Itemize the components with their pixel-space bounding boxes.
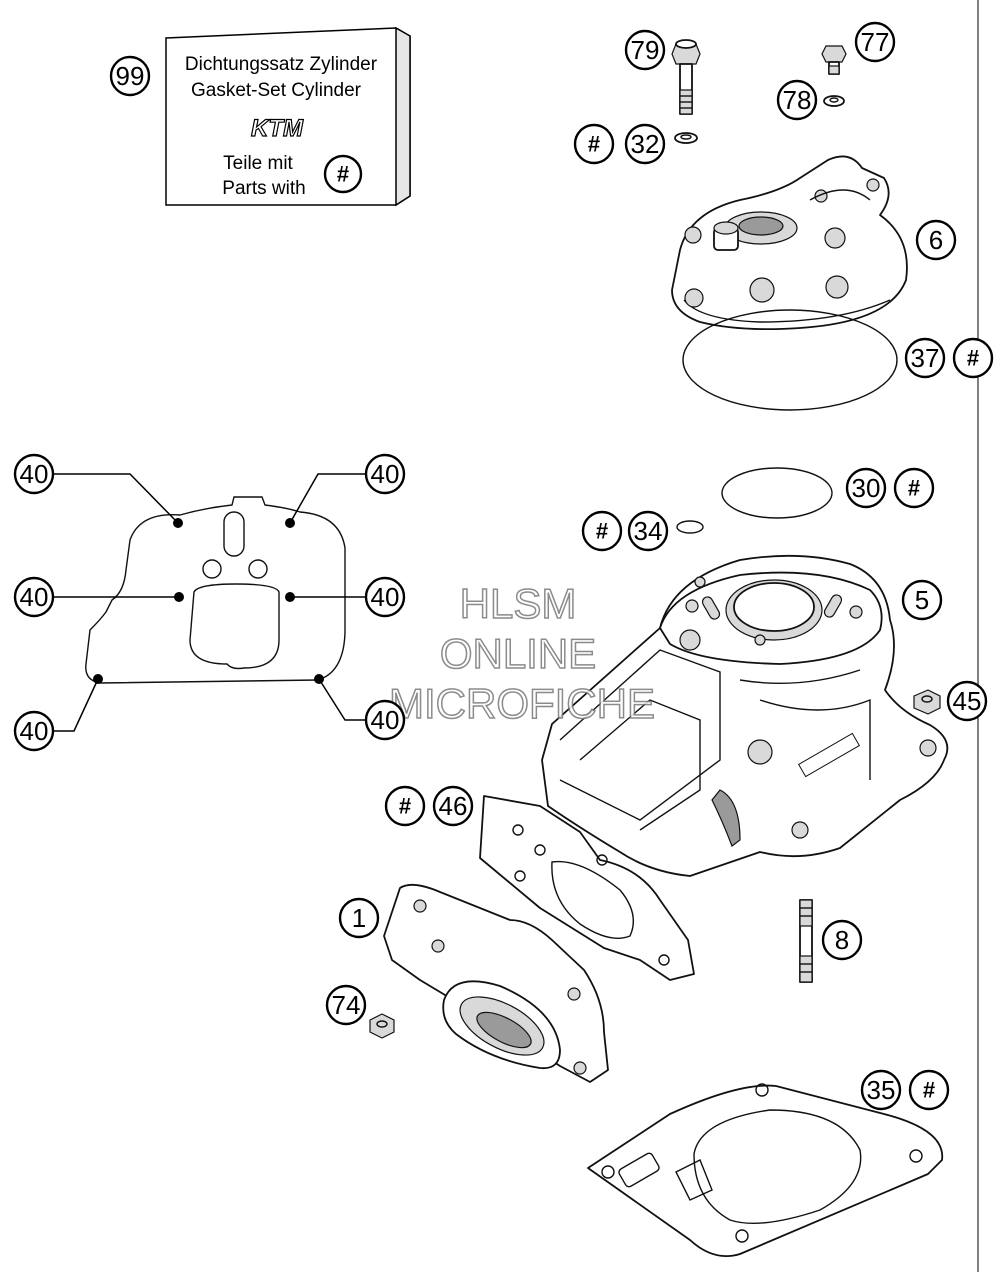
- head-oring-37[interactable]: [682, 309, 898, 411]
- callout-32[interactable]: 32: [624, 123, 666, 165]
- washer-32[interactable]: [674, 132, 698, 144]
- svg-text:79: 79: [631, 35, 660, 65]
- bolt-79[interactable]: [671, 39, 701, 115]
- callout-74[interactable]: 74: [325, 984, 367, 1026]
- gasket-leaders: [54, 473, 365, 732]
- svg-text:37: 37: [911, 343, 940, 373]
- svg-text:#: #: [923, 1078, 935, 1103]
- callout-79[interactable]: 79: [624, 29, 666, 71]
- svg-text:1: 1: [352, 903, 366, 933]
- svg-text:40: 40: [20, 459, 49, 489]
- svg-text:78: 78: [783, 85, 812, 115]
- callout-40-bottom-right[interactable]: 40: [364, 699, 406, 741]
- cylinder-5[interactable]: [541, 554, 949, 877]
- kit-note-de: Teile mit: [223, 153, 293, 174]
- intake-flange-1[interactable]: [383, 883, 609, 1083]
- svg-text:30: 30: [852, 473, 881, 503]
- svg-text:74: 74: [332, 990, 361, 1020]
- base-gasket-35[interactable]: [587, 1083, 944, 1258]
- svg-text:8: 8: [835, 925, 849, 955]
- callout-30-hash: #: [893, 467, 935, 509]
- svg-text:35: 35: [867, 1075, 896, 1105]
- cylinder-head-6[interactable]: [671, 155, 908, 331]
- kit-title-en: Gasket-Set Cylinder: [191, 80, 362, 101]
- reed-gasket-46[interactable]: [479, 795, 695, 981]
- ktm-logo: KTM: [251, 115, 304, 142]
- gasket-kit-box[interactable]: Dichtungssatz Zylinder Gasket-Set Cylind…: [165, 26, 411, 207]
- watermark-line-2: ONLINE: [440, 630, 596, 677]
- stud-8[interactable]: [799, 899, 813, 983]
- svg-text:34: 34: [634, 516, 663, 546]
- svg-text:5: 5: [915, 585, 929, 615]
- callout-30[interactable]: 30: [845, 467, 887, 509]
- bolt-77[interactable]: [821, 45, 847, 75]
- callout-45[interactable]: 45: [946, 680, 988, 722]
- callout-37-hash: #: [952, 337, 994, 379]
- svg-text:32: 32: [631, 129, 660, 159]
- svg-text:40: 40: [371, 582, 400, 612]
- svg-text:#: #: [337, 162, 349, 187]
- kit-note-en: Parts with: [222, 178, 305, 199]
- callout-8[interactable]: 8: [821, 919, 863, 961]
- callout-34-hash: #: [581, 510, 623, 552]
- svg-text:40: 40: [371, 459, 400, 489]
- svg-text:#: #: [967, 346, 979, 371]
- watermark-line-3: MICROFICHE: [389, 680, 655, 727]
- callout-40-mid-left[interactable]: 40: [13, 576, 55, 618]
- svg-text:6: 6: [929, 225, 943, 255]
- svg-text:99: 99: [116, 61, 145, 91]
- svg-text:#: #: [596, 519, 608, 544]
- callout-6[interactable]: 6: [915, 219, 957, 261]
- svg-text:46: 46: [439, 791, 468, 821]
- callout-77[interactable]: 77: [854, 21, 896, 63]
- gasket-dots: [93, 518, 324, 684]
- svg-text:#: #: [399, 794, 411, 819]
- nut-74[interactable]: [369, 1013, 395, 1039]
- callout-35[interactable]: 35: [860, 1069, 902, 1111]
- svg-text:40: 40: [20, 582, 49, 612]
- callout-40-mid-right[interactable]: 40: [364, 576, 406, 618]
- callout-32-hash: #: [573, 123, 615, 165]
- svg-text:77: 77: [861, 27, 890, 57]
- callout-46[interactable]: 46: [432, 785, 474, 827]
- watermark-line-1: HLSM: [460, 580, 577, 627]
- svg-text:45: 45: [953, 686, 982, 716]
- callout-40-top-right[interactable]: 40: [364, 453, 406, 495]
- svg-text:40: 40: [371, 705, 400, 735]
- oring-34[interactable]: [676, 520, 704, 534]
- kit-hash-marker: #: [323, 154, 363, 194]
- kit-title-de: Dichtungssatz Zylinder: [185, 54, 378, 75]
- watermark: HLSM ONLINE MICROFICHE: [388, 579, 656, 728]
- callout-34[interactable]: 34: [627, 510, 669, 552]
- svg-text:40: 40: [20, 716, 49, 746]
- callout-37[interactable]: 37: [904, 337, 946, 379]
- svg-text:#: #: [588, 132, 600, 157]
- callout-40-top-left[interactable]: 40: [13, 453, 55, 495]
- callout-40-bottom-left[interactable]: 40: [13, 710, 55, 752]
- callout-46-hash: #: [384, 785, 426, 827]
- reed-gasket-outline[interactable]: [85, 496, 346, 684]
- callout-99[interactable]: 99: [109, 55, 151, 97]
- washer-78[interactable]: [823, 95, 845, 107]
- callout-78[interactable]: 78: [776, 79, 818, 121]
- callout-1[interactable]: 1: [338, 897, 380, 939]
- nut-45[interactable]: [913, 689, 941, 715]
- oring-30[interactable]: [721, 467, 833, 519]
- callout-35-hash: #: [908, 1069, 950, 1111]
- svg-text:#: #: [908, 476, 920, 501]
- callout-5[interactable]: 5: [901, 579, 943, 621]
